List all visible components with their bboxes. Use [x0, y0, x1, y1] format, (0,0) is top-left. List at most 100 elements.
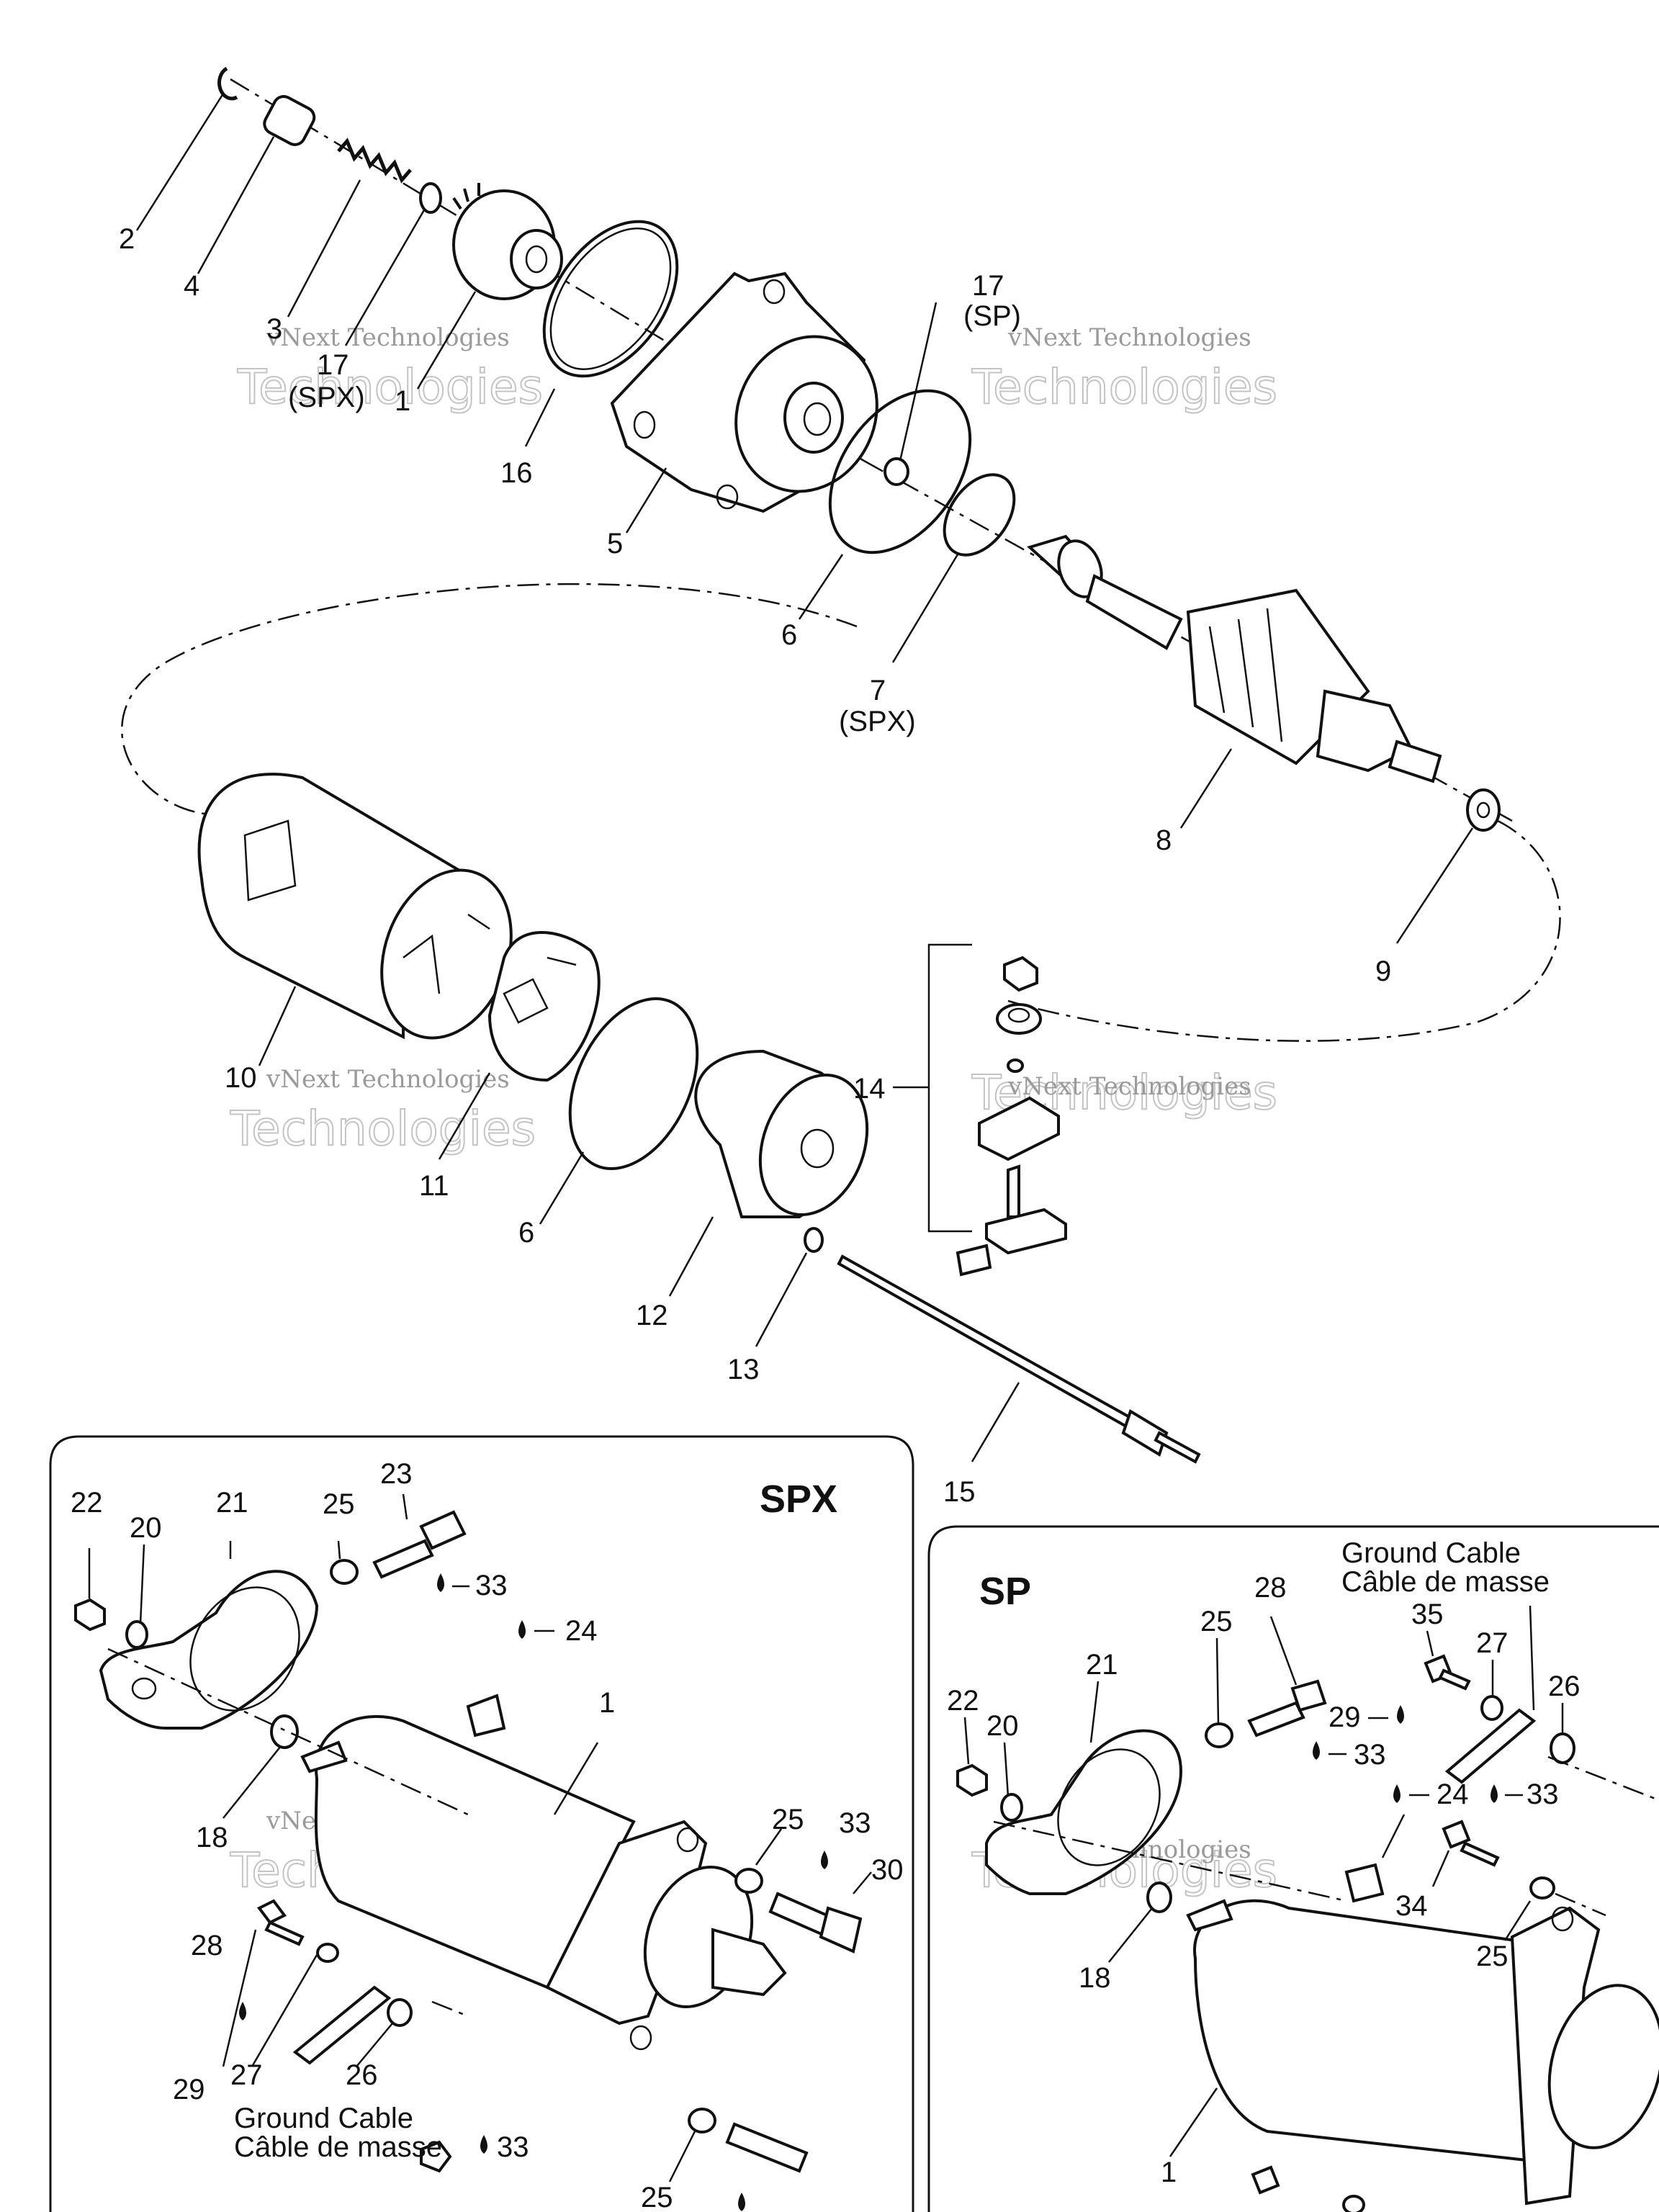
- bolt-part: [1460, 1841, 1500, 1867]
- part-label: 25: [323, 1488, 355, 1520]
- mounting-bracket-part: [131, 1677, 157, 1700]
- nut-part: [74, 1598, 106, 1632]
- bolt-head-part: [1442, 1820, 1471, 1849]
- starter-motor-part: [300, 1694, 787, 2051]
- lubricant-drop-icon: [518, 1620, 526, 1639]
- screw-part: [264, 1920, 305, 1946]
- washer-part: [1476, 801, 1491, 819]
- part-label: 23: [380, 1458, 413, 1490]
- leader-lines: [135, 93, 1474, 1462]
- main-part-labels: 2 4 3 17 (SPX) 1 16 5 17 (SP) 6 7 (SPX) …: [119, 223, 1391, 1508]
- washer-part: [1529, 1876, 1555, 1899]
- lubricant-drop-icon: [437, 1573, 444, 1592]
- part-label: 26: [346, 2059, 378, 2091]
- part-label: 6: [518, 1217, 534, 1249]
- lubricant-drop-icon: [480, 2135, 487, 2154]
- sp-leader-lines: [963, 1605, 1659, 2157]
- pinion-drive-part: [452, 183, 563, 300]
- bolt-part: [725, 2122, 809, 2173]
- part-label: 9: [1375, 956, 1391, 987]
- lock-washer-part: [387, 1998, 413, 2027]
- lubricant-drop-icon: [738, 2193, 745, 2211]
- spring-part: [337, 138, 412, 184]
- part-label: 3: [266, 313, 282, 345]
- lubricant-drop-icon: [1313, 1741, 1320, 1760]
- callout-label: Câble de masse: [1341, 1566, 1550, 1598]
- part-label: 30: [871, 1854, 904, 1886]
- part-label: 25: [641, 2182, 673, 2212]
- part-label: 10: [225, 1062, 257, 1094]
- part-label: 33: [839, 1807, 871, 1839]
- part-label: 25: [1200, 1606, 1233, 1637]
- washer-part: [884, 457, 909, 486]
- part-label: 34: [1395, 1890, 1428, 1922]
- part-label: 15: [943, 1476, 976, 1508]
- watermark-text: vNext Technologies: [266, 1065, 510, 1094]
- o-ring-part: [804, 1227, 824, 1253]
- watermark-text: vNext Technologies: [1007, 1072, 1251, 1101]
- nut-part: [956, 1763, 988, 1797]
- lubricant-drop-icon: [821, 1851, 828, 1869]
- sp-panel-border: [927, 1525, 1659, 2212]
- washer-part: [1000, 1793, 1023, 1822]
- washer-part: [330, 1559, 359, 1585]
- mounting-bracket-part: [99, 1570, 319, 1730]
- part-label: 4: [184, 270, 199, 302]
- part-label: (SPX): [288, 382, 365, 413]
- part-label: 17: [317, 349, 349, 381]
- bolt-head-part: [819, 1906, 863, 1954]
- part-label: 26: [1548, 1671, 1581, 1702]
- bolt-part: [1438, 1668, 1471, 1691]
- callout-label: Câble de masse: [234, 2131, 442, 2163]
- washer-part: [125, 1620, 148, 1649]
- watermark-outline: Technologies: [971, 359, 1277, 415]
- spx-panel-title: SPX: [760, 1478, 837, 1521]
- part-label: 20: [986, 1710, 1019, 1742]
- part-label: 1: [1161, 2157, 1177, 2188]
- part-label: 11: [419, 1170, 449, 1202]
- bolt-head-part: [419, 1510, 467, 1550]
- bolt-head-part: [1251, 2165, 1280, 2195]
- part-label: 20: [130, 1512, 162, 1544]
- spx-panel-border: [49, 1435, 914, 2212]
- part-label: (SPX): [839, 706, 916, 737]
- part-label: 29: [173, 2074, 205, 2105]
- part-label: 17: [972, 270, 1004, 302]
- brush-holder-part: [487, 931, 601, 1082]
- callout-label: Ground Cable: [1341, 1537, 1521, 1569]
- ground-cable-part: [1444, 1708, 1537, 1784]
- ground-cable-part: [292, 1985, 392, 2065]
- lubricant-drop-icon: [1397, 1705, 1404, 1724]
- o-ring-part: [943, 473, 1016, 557]
- armature-part: [1027, 534, 1442, 783]
- part-label: 13: [727, 1354, 760, 1385]
- part-label: 33: [475, 1570, 508, 1601]
- watermark-outline: Technologies: [237, 359, 543, 415]
- part-label: 8: [1156, 824, 1172, 856]
- screw-part: [256, 1899, 287, 1925]
- mounting-bracket-part: [1057, 1748, 1161, 1866]
- sp-part-labels: 28 25 35 27 21 26 22 20 29 33 24 33 34 2…: [947, 1572, 1581, 2188]
- front-housing-part: [610, 271, 878, 513]
- washer-part: [1205, 1722, 1233, 1748]
- callout-label: Ground Cable: [234, 2103, 413, 2134]
- part-label: 6: [781, 619, 797, 651]
- assembly-guide-line: [121, 583, 1561, 1042]
- spx-leader-lines: [88, 1493, 872, 2182]
- part-label: 24: [1437, 1779, 1469, 1810]
- washer-part: [1342, 2195, 1365, 2212]
- part-label: 24: [565, 1615, 598, 1647]
- bolt-head-part: [1290, 1679, 1327, 1712]
- part-label: 22: [71, 1487, 103, 1519]
- lubricant-drop-icons: [1313, 1705, 1523, 1803]
- bolt-part: [1247, 1701, 1305, 1737]
- watermark-text: vNext Technologies: [1007, 323, 1251, 352]
- washer-part: [419, 182, 442, 214]
- washer-part: [1466, 788, 1501, 832]
- part-label: 22: [947, 1685, 979, 1717]
- washer-part: [688, 2108, 716, 2134]
- part-label: 5: [607, 528, 623, 559]
- lubricant-drop-icon: [239, 2002, 246, 2020]
- sp-panel-title: SP: [979, 1570, 1031, 1613]
